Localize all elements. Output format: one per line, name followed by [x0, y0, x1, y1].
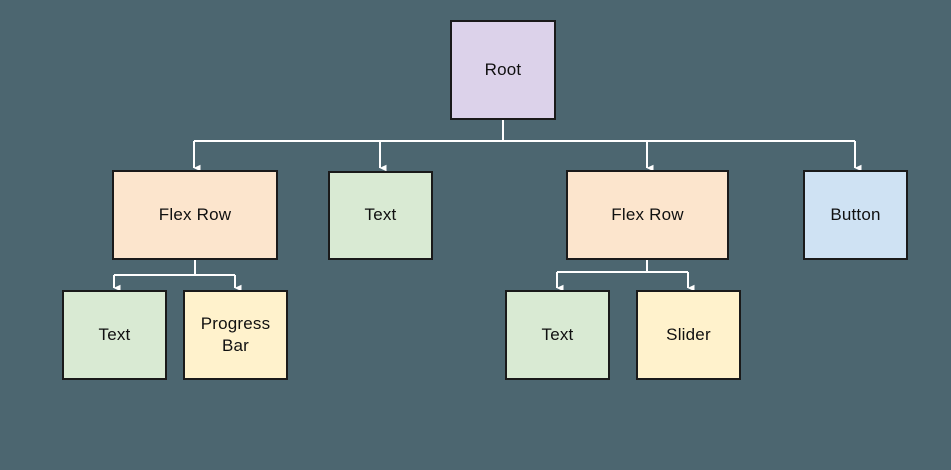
node-label-flex-row-2: Flex Row [611, 204, 684, 224]
node-label-button: Button [830, 204, 881, 224]
node-label-text-3: Text [541, 324, 574, 344]
node-label-progress-bar: Progress Bar [200, 313, 271, 355]
node-label-text-2: Text [98, 324, 131, 344]
node-text-3[interactable]: Text [505, 290, 610, 380]
node-text-1[interactable]: Text [328, 171, 433, 260]
node-label-root: Root [484, 59, 522, 79]
node-root[interactable]: Root [450, 20, 556, 120]
node-flex-row-1[interactable]: Flex Row [112, 170, 278, 260]
node-text-2[interactable]: Text [62, 290, 167, 380]
node-button[interactable]: Button [803, 170, 908, 260]
node-label-flex-row-1: Flex Row [158, 204, 232, 224]
node-slider[interactable]: Slider [636, 290, 741, 380]
node-label-slider: Slider [666, 324, 711, 344]
node-progress-bar[interactable]: Progress Bar [183, 290, 288, 380]
node-label-text-1: Text [364, 205, 397, 225]
node-flex-row-2[interactable]: Flex Row [566, 170, 729, 260]
